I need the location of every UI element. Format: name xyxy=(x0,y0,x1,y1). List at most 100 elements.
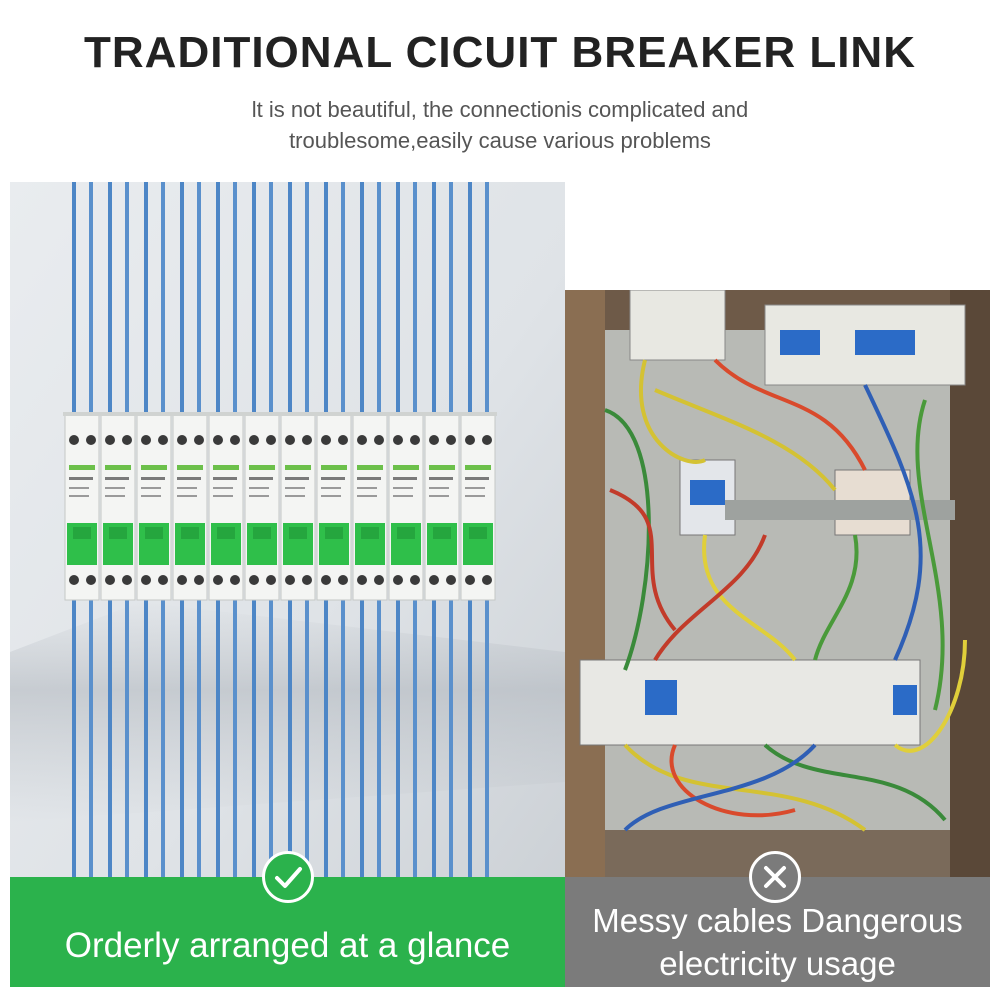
terminal-screw xyxy=(249,575,259,585)
model-mark xyxy=(393,477,417,480)
messy-wire-group xyxy=(604,358,967,832)
bad-caption-line-1: Messy cables Dangerous xyxy=(592,902,963,939)
terminal-screw xyxy=(465,435,475,445)
toggle-lever xyxy=(109,527,127,539)
terminal-screw xyxy=(410,435,420,445)
toggle-lever xyxy=(145,527,163,539)
spec-mark xyxy=(429,495,449,497)
bottom-breaker-row xyxy=(579,659,921,746)
model-mark xyxy=(465,477,489,480)
toggle-lever xyxy=(361,527,379,539)
breaker-module xyxy=(244,414,280,601)
brand-mark xyxy=(249,465,275,470)
terminal-screw xyxy=(357,435,367,445)
terminal-screw xyxy=(69,575,79,585)
terminal-screw xyxy=(446,575,456,585)
spec-mark xyxy=(321,495,341,497)
breaker-module xyxy=(352,414,388,601)
terminal-screw xyxy=(266,435,276,445)
subtitle-line-2: troublesome,easily cause various problem… xyxy=(289,128,711,153)
brand-mark xyxy=(105,465,131,470)
breaker-module xyxy=(136,414,172,601)
terminal-screw xyxy=(410,575,420,585)
terminal-screw xyxy=(141,435,151,445)
model-mark xyxy=(321,477,345,480)
tangled-wire xyxy=(623,743,867,832)
toggle-lever xyxy=(181,527,199,539)
tangled-wire xyxy=(763,743,947,822)
terminal-screw xyxy=(338,575,348,585)
spec-mark xyxy=(429,487,449,489)
din-rail xyxy=(725,500,955,520)
model-mark xyxy=(177,477,201,480)
terminal-screw xyxy=(482,575,492,585)
cross-icon xyxy=(764,866,786,888)
terminal-screw xyxy=(194,435,204,445)
bottom-breaker-switch xyxy=(893,685,917,715)
terminal-screw xyxy=(158,575,168,585)
brand-mark xyxy=(429,465,455,470)
terminal-screw xyxy=(158,435,168,445)
terminal-screw xyxy=(177,575,187,585)
spec-mark xyxy=(141,495,161,497)
toggle-lever xyxy=(325,527,343,539)
good-caption: Orderly arranged at a glance xyxy=(64,926,511,965)
spec-mark xyxy=(321,487,341,489)
terminal-screw xyxy=(230,575,240,585)
rail-top-edge xyxy=(63,412,497,416)
spec-mark xyxy=(69,495,89,497)
terminal-screw xyxy=(429,435,439,445)
model-mark xyxy=(429,477,453,480)
terminal-screw xyxy=(141,575,151,585)
model-mark xyxy=(141,477,165,480)
breaker-module xyxy=(100,414,136,601)
model-mark xyxy=(105,477,129,480)
spec-mark xyxy=(357,487,377,489)
tangled-wire xyxy=(638,359,706,464)
terminal-screw xyxy=(321,435,331,445)
terminal-screw xyxy=(429,575,439,585)
brand-mark xyxy=(393,465,419,470)
brand-mark xyxy=(357,465,383,470)
tangled-wire xyxy=(863,384,923,661)
terminal-screw xyxy=(465,575,475,585)
backplate xyxy=(605,330,950,830)
spec-mark xyxy=(285,487,305,489)
terminal-screw xyxy=(105,435,115,445)
breaker-module xyxy=(460,414,496,601)
bad-caption: Messy cables Dangerous electricity usage xyxy=(592,879,963,985)
spec-mark xyxy=(105,495,125,497)
terminal-screw xyxy=(357,575,367,585)
tangled-wire xyxy=(654,388,837,492)
breaker-module-group xyxy=(63,412,497,601)
terminal-screw xyxy=(86,435,96,445)
brand-mark xyxy=(69,465,95,470)
terminal-screw xyxy=(393,575,403,585)
breaker-module xyxy=(388,414,424,601)
terminal-screw xyxy=(105,575,115,585)
spec-mark xyxy=(393,487,413,489)
brand-mark xyxy=(465,465,491,470)
terminal-screw xyxy=(213,435,223,445)
tangled-wire xyxy=(915,399,945,711)
tangled-wire xyxy=(813,534,859,661)
terminal-screw xyxy=(230,435,240,445)
model-mark xyxy=(213,477,237,480)
terminal-screw xyxy=(321,575,331,585)
cabinet-left-edge xyxy=(565,290,605,877)
tangled-wire xyxy=(713,358,867,471)
tangled-wire xyxy=(702,534,797,662)
top-breaker-switch xyxy=(855,330,915,355)
terminal-screw xyxy=(213,575,223,585)
toggle-lever xyxy=(469,527,487,539)
spec-mark xyxy=(105,487,125,489)
tangled-wire xyxy=(893,639,967,753)
spec-mark xyxy=(357,495,377,497)
spec-mark xyxy=(69,487,89,489)
toggle-lever xyxy=(253,527,271,539)
terminal-screw xyxy=(86,575,96,585)
terminal-screw xyxy=(177,435,187,445)
brand-mark xyxy=(141,465,167,470)
terminal-screw xyxy=(446,435,456,445)
brand-mark xyxy=(177,465,203,470)
